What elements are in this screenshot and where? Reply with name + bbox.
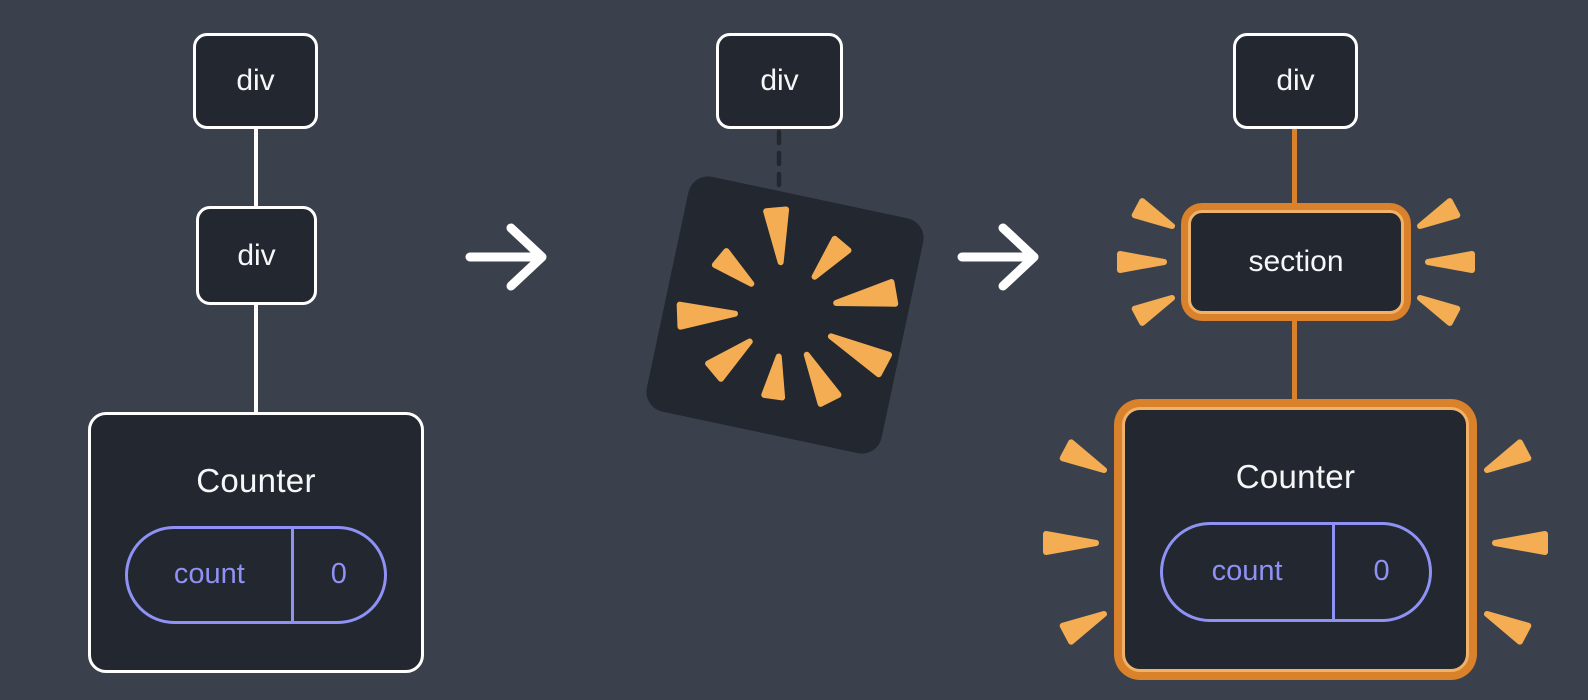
transition-root-div-node: div (716, 33, 843, 129)
before-root-div-label: div (236, 64, 275, 97)
burst-icon (1484, 611, 1532, 645)
before-child-div-node: div (196, 206, 317, 305)
after-counter-component: Counter count 0 (1122, 407, 1469, 672)
before-state-key: count (128, 528, 294, 621)
before-counter-title: Counter (196, 461, 316, 499)
after-section-label: section (1248, 245, 1344, 278)
before-state-pill: count 0 (125, 525, 387, 624)
arrow-right-icon (465, 223, 547, 291)
burst-icon (1131, 295, 1175, 326)
tree-before-connector-top (254, 126, 258, 214)
burst-icon (1117, 251, 1167, 273)
tree-before-connector-bottom (254, 300, 258, 418)
transition-root-div-label: div (760, 64, 799, 97)
destroyed-subtree-square (642, 172, 928, 458)
burst-icon (1059, 611, 1107, 645)
after-root-div-node: div (1233, 33, 1358, 129)
burst-icon (1417, 295, 1461, 326)
after-root-div-label: div (1276, 64, 1315, 97)
before-child-div-label: div (237, 238, 276, 272)
before-root-div-node: div (193, 33, 318, 129)
before-state-value: 0 (330, 558, 347, 590)
burst-icon (1043, 531, 1099, 555)
burst-icon (1417, 198, 1461, 229)
burst-icon (1484, 439, 1532, 473)
after-state-key: count (1163, 524, 1335, 619)
arrow-right-icon (957, 223, 1039, 291)
tree-after-connector-bottom (1292, 312, 1297, 408)
burst-icon (1131, 198, 1175, 229)
tree-after-connector-top (1292, 126, 1297, 212)
after-section-node: section (1188, 210, 1404, 314)
after-state-pill: count 0 (1159, 521, 1432, 622)
after-state-value: 0 (1373, 555, 1390, 587)
before-counter-component: Counter count 0 (88, 412, 424, 673)
burst-icon (1492, 531, 1548, 555)
burst-icon (1059, 439, 1107, 473)
after-counter-title: Counter (1235, 457, 1356, 495)
burst-icon (1425, 251, 1475, 273)
